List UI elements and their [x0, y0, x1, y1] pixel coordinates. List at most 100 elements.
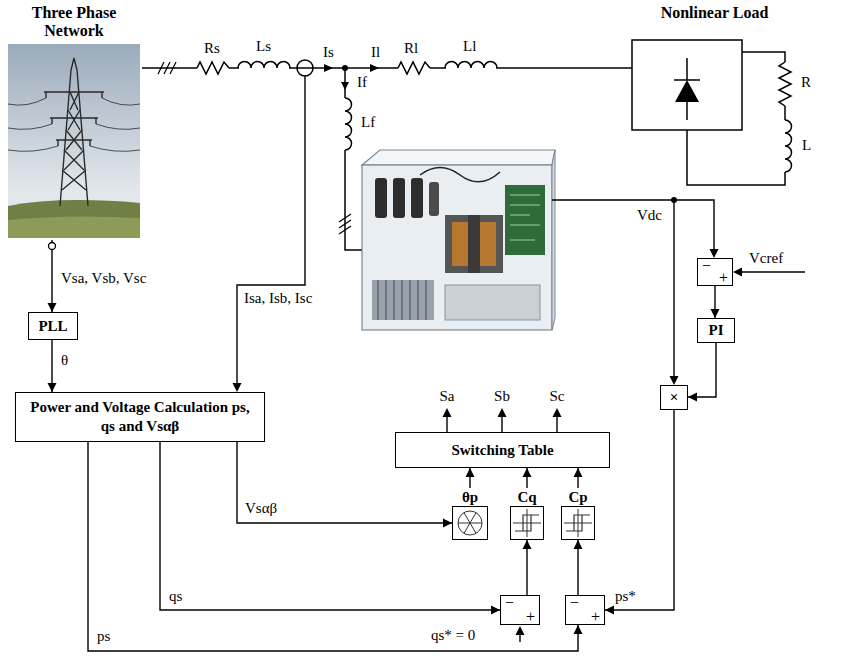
pll-block: PLL: [28, 312, 78, 340]
nonlinear-load-circuit-part: [785, 120, 792, 172]
signal-label: Sc: [549, 388, 566, 405]
inverter-device-photo-part: [468, 215, 480, 273]
transmission-tower-photo-part: [49, 243, 56, 250]
connector-line: [688, 343, 716, 397]
filter-inductor-branch-part: [345, 98, 352, 150]
inverter-device-photo-part: [411, 178, 423, 218]
edge-label: ps*: [614, 588, 637, 605]
transmission-tower-photo-part: [8, 44, 140, 238]
transmission-tower-photo-part-part: [8, 98, 140, 151]
block-text: ×: [670, 388, 679, 407]
dc-link-wires: [552, 197, 805, 385]
block-text: Power and Voltage Calculation ps, qs and…: [24, 398, 256, 436]
arrow-head: [605, 606, 614, 615]
current-label: Il: [370, 44, 381, 61]
edge-label: qs: [168, 588, 183, 605]
summing-junction: −+: [565, 595, 605, 625]
inverter-device-photo-part: [445, 215, 503, 273]
block-text: θp: [452, 488, 488, 506]
line-impedance-symbols-part: [197, 62, 229, 74]
connector: [605, 410, 674, 615]
connector: [523, 468, 532, 488]
transmission-tower-photo-part-part: [62, 92, 86, 190]
line-impedance-symbols-part: [324, 64, 333, 72]
load-block: Nonlinear Load: [632, 4, 797, 130]
connector: [48, 240, 57, 312]
connector: [711, 286, 720, 318]
edge-label: Vsαβ: [244, 500, 278, 517]
inverter-device-photo-part: [375, 178, 387, 218]
line-impedance-symbols-part: [370, 64, 379, 72]
sector-selector: θp: [452, 488, 488, 540]
dc-link-wires-part: [670, 376, 679, 385]
network-block: Three Phase Network: [6, 4, 142, 240]
connector: [48, 340, 57, 392]
connector-line: [88, 442, 578, 651]
block-text: Nonlinear Load: [632, 4, 797, 22]
block-text: PLL: [38, 317, 67, 336]
inverter-device-photo-part: [378, 280, 426, 320]
arrow-head: [48, 383, 57, 392]
edge-label: ps: [96, 628, 111, 645]
connector: [523, 540, 532, 595]
nonlinear-load-circuit-part: [742, 52, 785, 62]
reactive-reference-input-part: [516, 626, 525, 635]
line-impedance-symbols-part: [398, 62, 430, 74]
component-label: Lf: [360, 114, 376, 131]
switch-signal-outputs: [443, 408, 562, 432]
summing-junction: −+: [697, 258, 733, 286]
comparator-symbols-part: [513, 509, 541, 537]
inverter-device-photo-part: [362, 150, 555, 165]
sign-text: +: [719, 271, 728, 285]
transmission-tower-photo-part-part: [60, 58, 88, 206]
connector: [574, 468, 583, 488]
inverter-device-photo-part: [420, 168, 500, 182]
filter-inductor-branch-part: [339, 214, 351, 234]
reactive-reference-input: [516, 626, 525, 642]
reactive-reference-input-part: [519, 634, 520, 642]
edge-label: Vsa, Vsb, Vsc: [60, 270, 147, 287]
line-impedance-symbols-part: [238, 62, 290, 68]
comparator-symbols-part: [564, 509, 592, 537]
arrow-head: [574, 625, 583, 634]
nonlinear-load-circuit-part: [674, 58, 700, 120]
hysteresis-comparator: Cp: [561, 488, 595, 540]
nonlinear-load-circuit-part: [779, 62, 791, 106]
nonlinear-load-circuit-part: [675, 80, 699, 102]
line-impedance-symbols-part: [445, 62, 497, 68]
inverter-device-photo: [362, 150, 555, 330]
comparator-symbols: [458, 509, 592, 537]
arrow-head: [523, 540, 532, 549]
line-impedance-symbols-part: [398, 58, 430, 78]
inverter-device-photo-part: [372, 280, 434, 320]
arrow-head: [466, 468, 475, 477]
multiplier-block: ×: [660, 385, 688, 410]
transmission-tower-photo-part: [8, 216, 140, 238]
symbol-frame: [452, 506, 488, 540]
inverter-device-photo-part: [510, 195, 540, 240]
transmission-tower-photo-part-part: [46, 92, 102, 146]
filter-inductor-branch-part: [341, 82, 349, 90]
arrow-head: [574, 468, 583, 477]
current-sensor-wire-part: [237, 76, 305, 384]
switch-signal-outputs-part: [443, 408, 452, 417]
sign-text: −: [702, 259, 711, 273]
connector: [466, 468, 475, 488]
comparator-symbols-part: [566, 515, 590, 531]
component-label: R: [800, 74, 812, 91]
block-text: Switching Table: [451, 441, 553, 460]
sign-text: +: [591, 610, 600, 624]
component-label: Ll: [462, 38, 477, 55]
block-text: Cq: [510, 488, 544, 506]
dc-link-wires-part: [671, 197, 677, 203]
nonlinear-load-circuit-part: [687, 130, 785, 185]
arrow-head: [574, 540, 583, 549]
signal-label: Vdc: [636, 207, 663, 224]
transmission-tower-photo-part: [8, 58, 140, 206]
component-label: Ls: [255, 38, 272, 55]
arrow-head: [48, 303, 57, 312]
sign-text: +: [526, 610, 535, 624]
arrow-head: [523, 468, 532, 477]
filter-inductor-branch-part: [345, 150, 362, 250]
